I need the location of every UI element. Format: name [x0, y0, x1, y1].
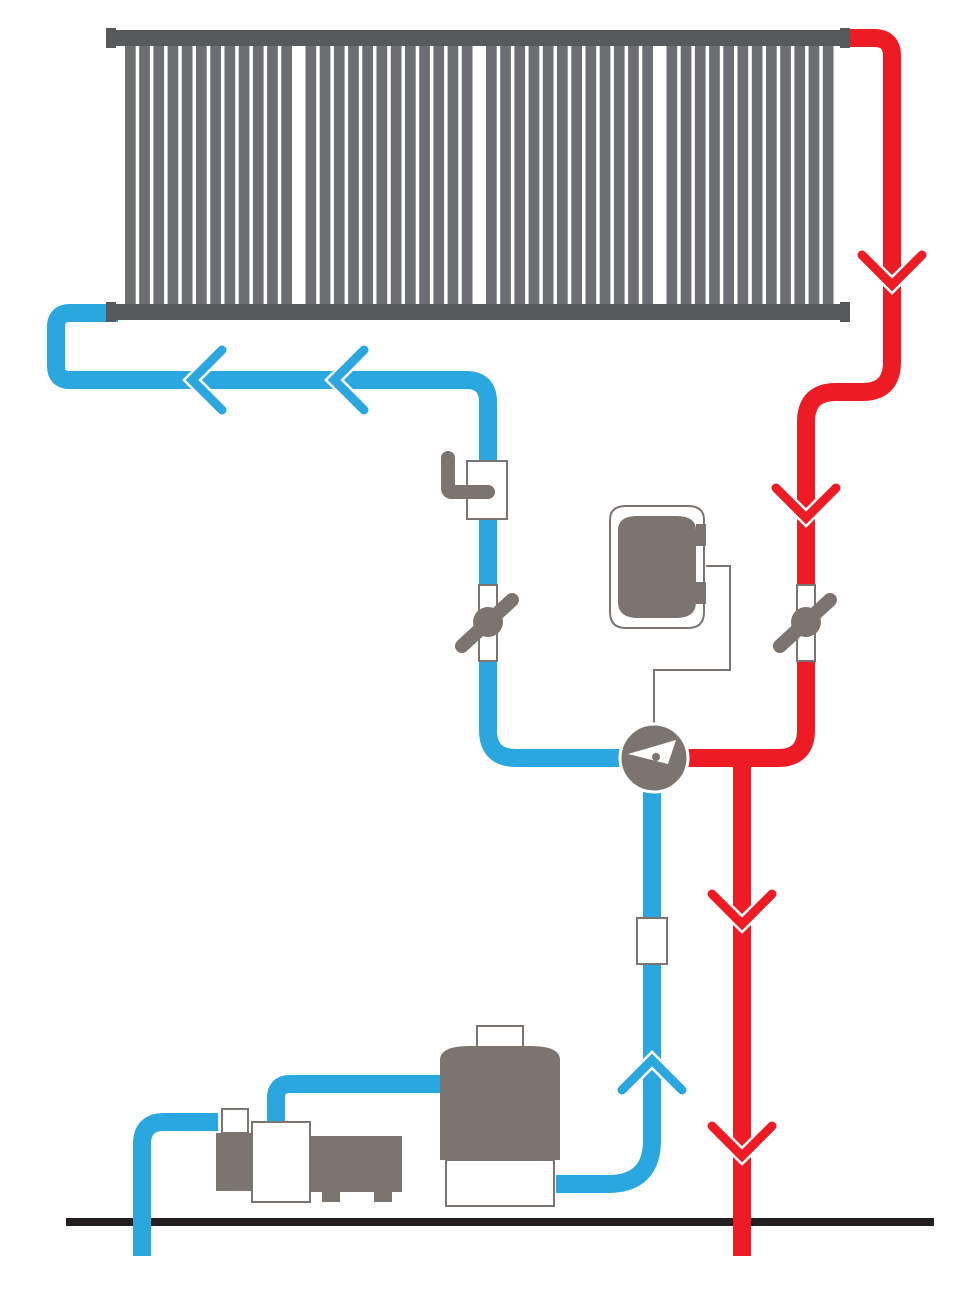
- collector-tube: [139, 44, 150, 306]
- collector-tube: [447, 44, 459, 306]
- collector-tube: [599, 44, 611, 306]
- cold-flow-arrow: [327, 345, 369, 415]
- collector-bottom-left-cap: [106, 302, 116, 322]
- collector-tube: [642, 44, 653, 306]
- collector-tube: [680, 44, 692, 306]
- pump-motor: [310, 1136, 402, 1192]
- collector-tube: [723, 44, 734, 306]
- collector-tube: [557, 44, 568, 306]
- collector-bottom-right-cap: [840, 302, 850, 322]
- cold-flow-arrow: [617, 1053, 687, 1095]
- collector-tube: [305, 44, 317, 306]
- collector-top-right-cap: [840, 28, 850, 48]
- ball-valve-icon: [791, 607, 821, 637]
- collector-tube: [210, 44, 221, 306]
- collector-tube: [348, 44, 359, 306]
- collector-tube: [500, 44, 511, 306]
- collector-tube: [267, 44, 278, 306]
- collector-tube: [167, 44, 179, 306]
- collector-tube: [319, 44, 331, 306]
- collector-tube: [461, 44, 473, 306]
- flow-arrows: [182, 248, 929, 1166]
- collector-bottom-header: [108, 304, 848, 320]
- collector-tube: [362, 44, 373, 306]
- collector-tube: [196, 44, 207, 306]
- isolation-valve-hot: [773, 584, 837, 662]
- hot-flow-arrow: [707, 1121, 777, 1163]
- collector-tube: [585, 44, 597, 306]
- collector-top-header: [108, 30, 848, 46]
- pool-filter-icon: [440, 1025, 560, 1207]
- collector-tube: [542, 44, 554, 306]
- collector-tube: [224, 44, 236, 306]
- vacuum-breaker-icon: [441, 451, 508, 520]
- hot-pipe-collector-outlet: [688, 29, 901, 767]
- pump-housing: [216, 1133, 254, 1191]
- collector-tube: [666, 44, 678, 306]
- ball-valve-icon: [473, 607, 503, 637]
- cold-pipe-network: [47, 304, 661, 1256]
- collector-tube: [794, 44, 806, 306]
- cold-pipe-filter-outlet: [556, 790, 661, 1193]
- collector-tube: [419, 44, 430, 306]
- collector-tube: [153, 44, 165, 306]
- collector-tube: [125, 44, 136, 306]
- pool-pump-icon: [216, 1108, 402, 1203]
- collector-tube: [281, 44, 292, 306]
- controller-wire: [653, 565, 731, 732]
- collector-tube: [766, 44, 777, 306]
- collector-tube: [514, 44, 526, 306]
- hot-flow-arrow: [707, 889, 777, 931]
- collector-tube: [751, 44, 763, 306]
- pump-strainer: [251, 1121, 311, 1203]
- collector-tube: [238, 44, 250, 306]
- pump-foot-left: [322, 1190, 340, 1202]
- collector-tube: [181, 44, 193, 306]
- hot-pipe-network: [688, 29, 901, 1256]
- three-way-valve-icon: [618, 722, 690, 794]
- collector-tube: [694, 44, 706, 306]
- hot-flow-arrow: [857, 250, 927, 292]
- isolation-valve-cold: [455, 584, 519, 662]
- collector-tube: [808, 44, 820, 306]
- collector-tube: [628, 44, 639, 306]
- hot-flow-arrow: [771, 483, 841, 525]
- filter-base: [445, 1159, 555, 1207]
- collector-tube: [528, 44, 540, 306]
- collector-tube: [709, 44, 720, 306]
- collector-tube: [376, 44, 388, 306]
- cold-pipe-collector-inlet: [47, 304, 620, 767]
- collector-tube: [737, 44, 749, 306]
- collector-tube: [433, 44, 445, 306]
- pump-outlet-cap: [221, 1108, 249, 1134]
- collector-tube: [613, 44, 625, 306]
- cold-pipe-pump-to-filter: [267, 1075, 440, 1122]
- collector-tube: [333, 44, 345, 306]
- collector-tube: [405, 44, 416, 306]
- collector-tube: [486, 44, 497, 306]
- solar-controller-icon: [609, 505, 731, 732]
- collector-tube: [780, 44, 791, 306]
- collector-tube: [571, 44, 582, 306]
- cold-pipe-pool-suction: [133, 1113, 218, 1256]
- solar-collector-icon: [106, 28, 850, 322]
- collector-tube: [390, 44, 402, 306]
- check-valve-icon: [636, 917, 668, 965]
- cold-flow-arrow: [185, 345, 227, 415]
- collector-tube: [252, 44, 264, 306]
- collector-tube: [822, 44, 834, 306]
- collector-top-left-cap: [106, 28, 116, 48]
- pump-foot-right: [374, 1190, 392, 1202]
